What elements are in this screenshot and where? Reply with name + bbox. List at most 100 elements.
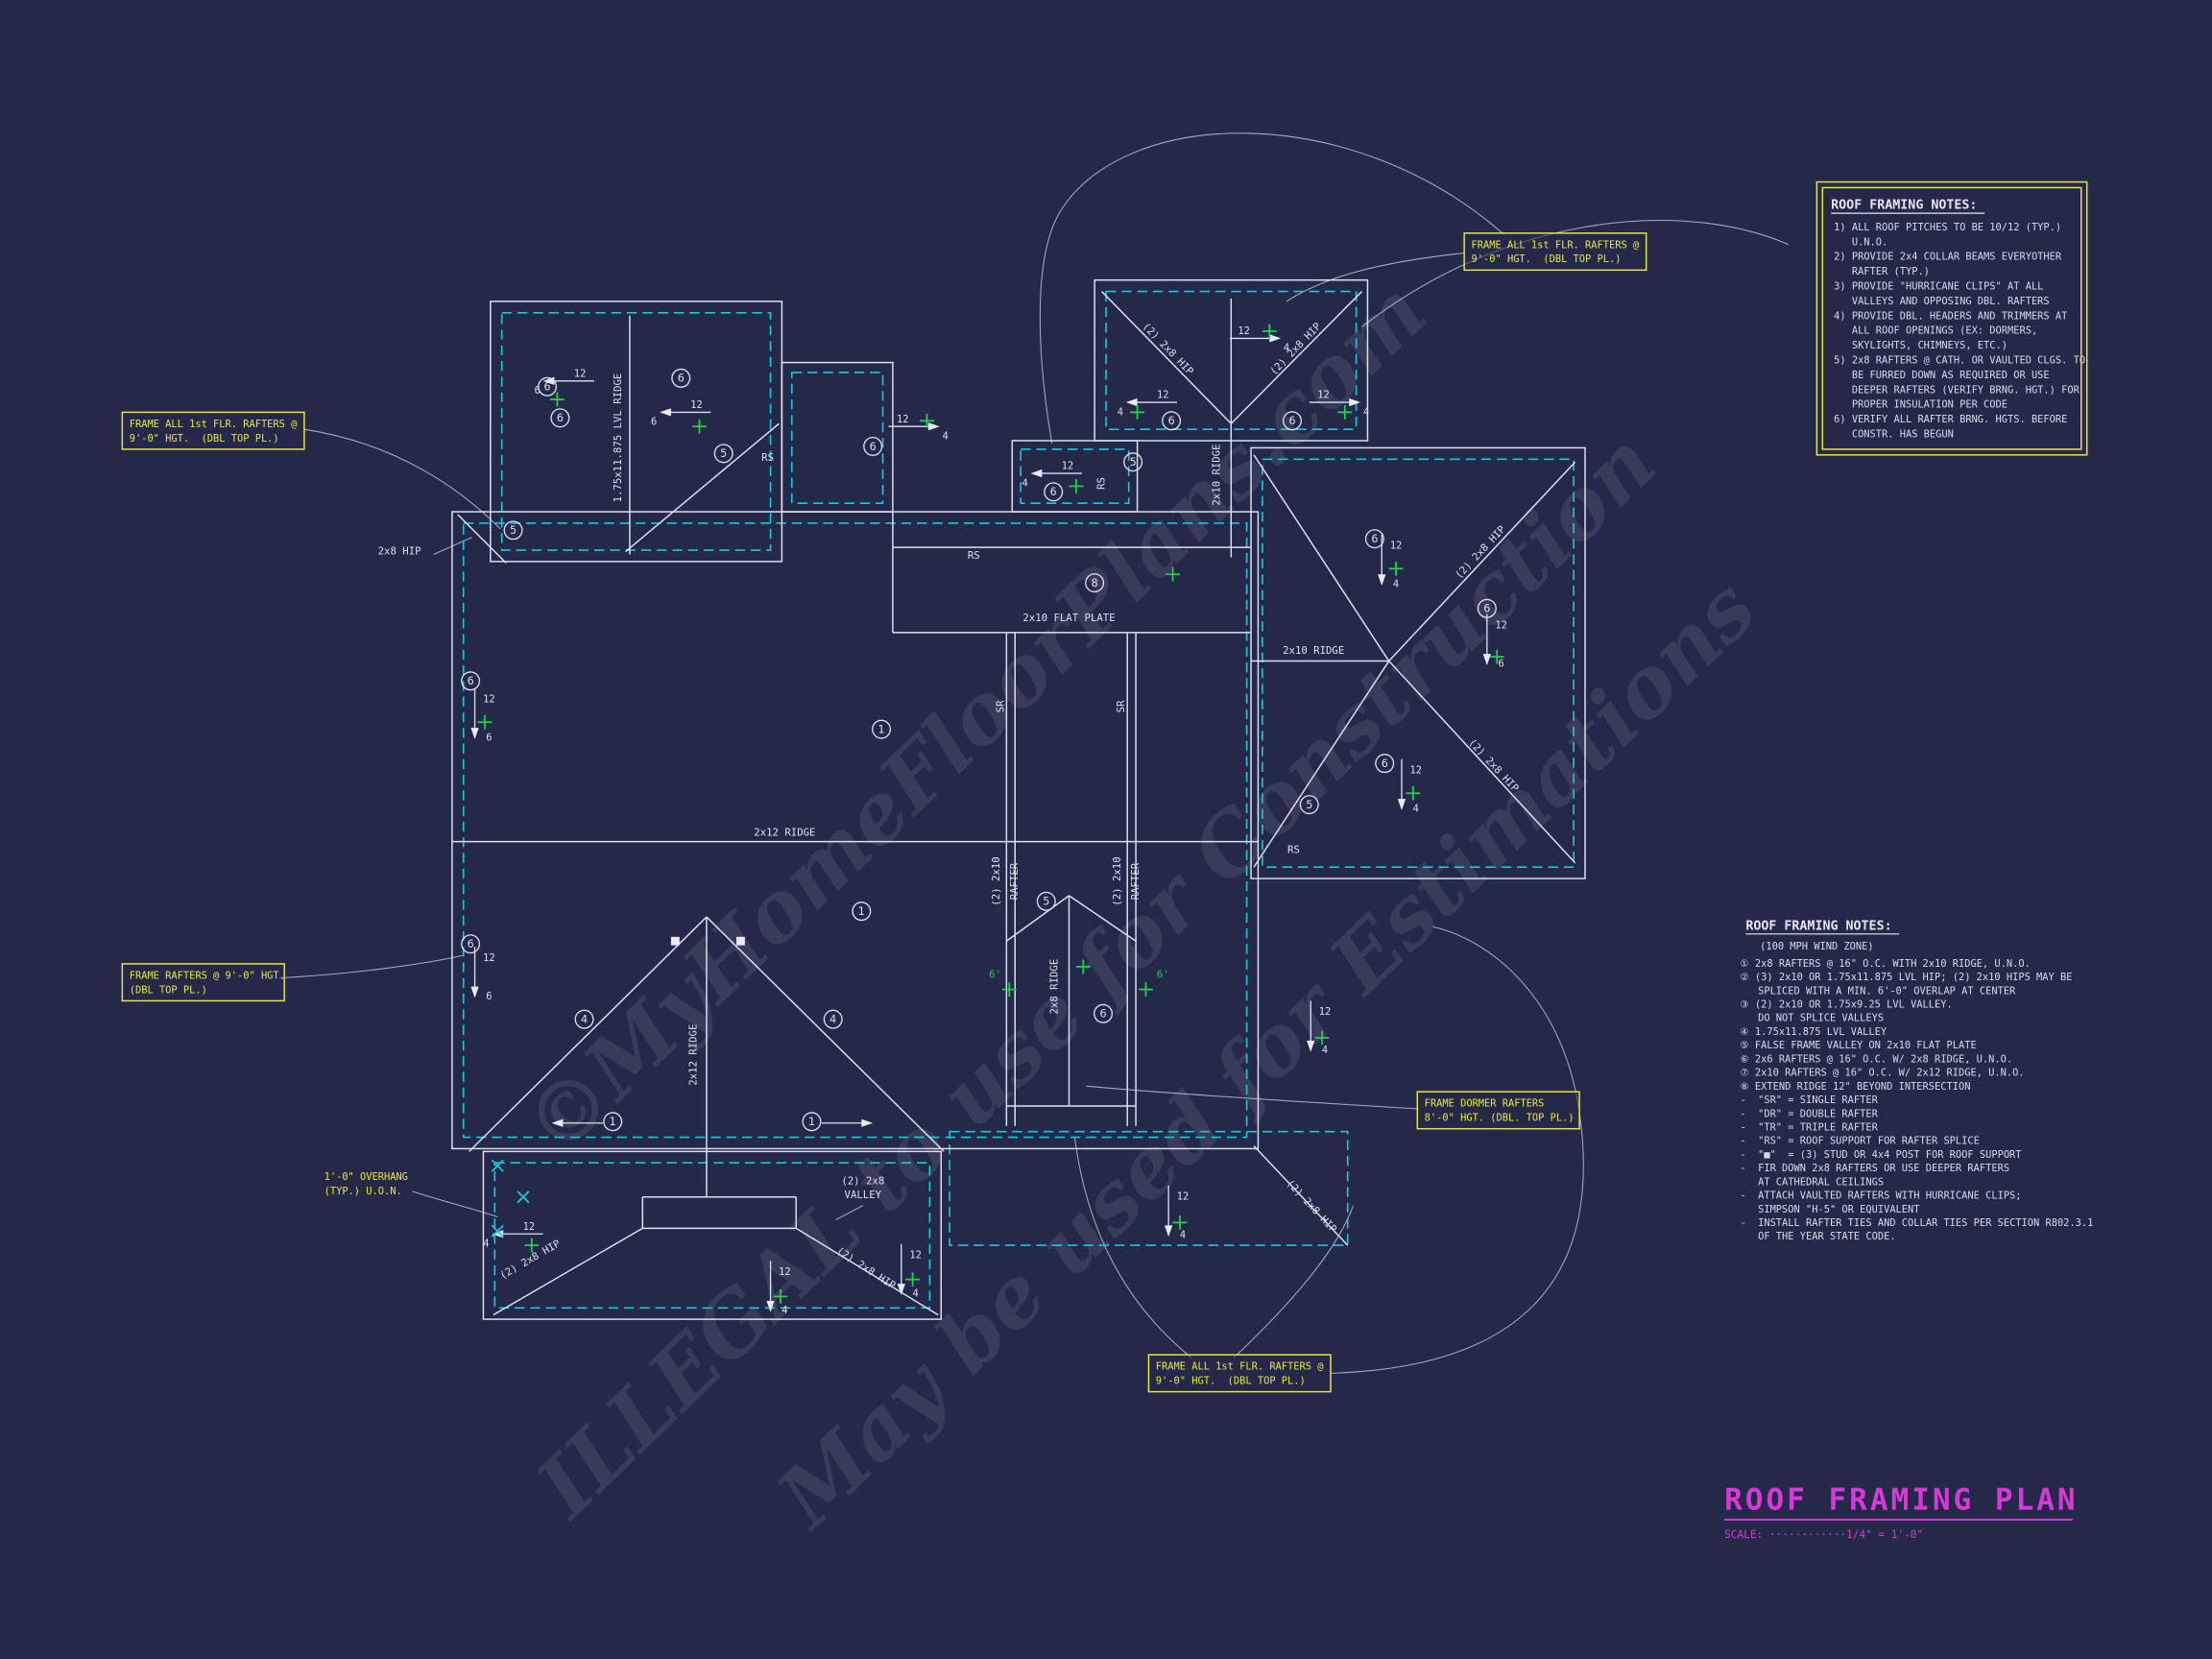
pitch-mark-cross xyxy=(692,419,707,434)
svg-text:6: 6 xyxy=(544,381,551,394)
pitch-indicator: 124 xyxy=(1307,1000,1331,1056)
svg-text:DO NOT SPLICE VALLEYS: DO NOT SPLICE VALLEYS xyxy=(1740,1013,1884,1024)
pitch-indicator: 126 xyxy=(1482,613,1507,669)
notes-list-title: ROOF FRAMING NOTES: xyxy=(1745,919,1891,933)
svg-text:6: 6 xyxy=(870,441,877,453)
svg-text:6: 6 xyxy=(651,417,657,428)
svg-text:6: 6 xyxy=(468,938,474,950)
svg-text:5) 2x8 RAFTERS @ CATH. OR VAUL: 5) 2x8 RAFTERS @ CATH. OR VAULTED CLGS. … xyxy=(1834,354,2085,366)
sheet-scale: SCALE: ············1/4" = 1'-0" xyxy=(1724,1528,1923,1541)
svg-text:④ 1.75x11.875 LVL VALLEY: ④ 1.75x11.875 LVL VALLEY xyxy=(1740,1026,1887,1038)
pitch-indicator xyxy=(821,1118,874,1127)
pitch-mark-cross xyxy=(1314,1030,1330,1046)
svg-text:SPLICED WITH A MIN. 6'-0" OVER: SPLICED WITH A MIN. 6'-0" OVERLAP AT CEN… xyxy=(1740,985,2016,997)
svg-text:1: 1 xyxy=(610,1116,616,1128)
svg-text:RAFTER (TYP.): RAFTER (TYP.) xyxy=(1834,266,1930,277)
plan-label: VALLEY xyxy=(845,1189,882,1201)
pitch-indicator: 124 xyxy=(1397,758,1422,814)
svg-text:ALL ROOF OPENINGS (EX: DORMERS: ALL ROOF OPENINGS (EX: DORMERS, xyxy=(1834,325,2037,337)
svg-text:6: 6 xyxy=(1050,486,1057,498)
svg-text:③ (2) 2x10 OR 1.75x9.25 LVL VA: ③ (2) 2x10 OR 1.75x9.25 LVL VALLEY. xyxy=(1740,999,1952,1011)
keynote-ref: 6 xyxy=(461,934,481,954)
wall-plate-lines xyxy=(462,290,1575,1310)
svg-text:- INSTALL RAFTER TIES AND COL: - INSTALL RAFTER TIES AND COLLAR TIES PE… xyxy=(1740,1217,2093,1229)
pitch-indicator: 124 xyxy=(1378,534,1402,590)
callout-text: FRAME DORMER RAFTERS xyxy=(1425,1098,1545,1110)
svg-text:6: 6 xyxy=(1382,757,1388,770)
keynote-ref: 6 xyxy=(538,376,558,397)
pitch-indicator: 12 6 xyxy=(470,947,495,1002)
svg-text:12: 12 xyxy=(1177,1191,1189,1203)
pitch-mark-cross xyxy=(1337,405,1353,420)
keynote-ref: 1 xyxy=(872,719,892,739)
pitch-mark-cross xyxy=(1130,405,1144,420)
roof-framing-notes-box: ROOF FRAMING NOTES: 1) ALL ROOF PITCHES … xyxy=(1815,180,2088,456)
keynote-ref: 5 xyxy=(713,444,733,464)
pitch-indicator: 124 xyxy=(1118,390,1178,418)
keynote-ref: 4 xyxy=(823,1009,843,1029)
svg-text:① 2x8 RAFTERS @ 16" O.C. WITH: ① 2x8 RAFTERS @ 16" O.C. WITH 2x10 RIDGE… xyxy=(1740,958,2030,970)
pitch-mark-cross xyxy=(1166,566,1180,582)
svg-text:CONSTR. HAS BEGUN: CONSTR. HAS BEGUN xyxy=(1834,428,1954,440)
keynote-ref: 4 xyxy=(574,1009,594,1029)
svg-text:4: 4 xyxy=(781,1305,787,1316)
callout-text: 8'-0" HGT. (DBL. TOP PL.) xyxy=(1425,1113,1575,1124)
keynote-ref: 1 xyxy=(852,902,872,922)
post-symbol xyxy=(670,936,680,946)
pitch-mark-cross xyxy=(1172,1215,1188,1230)
pitch-mark-cross xyxy=(1388,561,1404,576)
watermark-line-3: May be used for Estimations xyxy=(757,561,1775,1548)
callout-text: FRAME RAFTERS @ 9'-0" HGT. xyxy=(130,970,285,981)
pitch-mark-cross xyxy=(920,413,934,428)
plan-label: RS xyxy=(1287,843,1300,855)
svg-text:5: 5 xyxy=(1043,896,1049,908)
pitch-mark-cross xyxy=(550,392,565,407)
pitch-indicator: 12 6 xyxy=(535,368,594,397)
keynote-ref: 1 xyxy=(603,1112,623,1132)
svg-text:12: 12 xyxy=(483,693,494,705)
svg-text:12: 12 xyxy=(1157,390,1168,401)
svg-text:6: 6 xyxy=(486,991,492,1002)
pitch-indicator: 124 xyxy=(1309,390,1369,418)
plan-label: 2x10 FLAT PLATE xyxy=(1022,612,1115,624)
plan-label: (2) 2x8 xyxy=(841,1174,884,1187)
svg-text:- ATTACH VAULTED RAFTERS WITH: - ATTACH VAULTED RAFTERS WITH HURRICANE … xyxy=(1740,1190,2021,1202)
svg-text:- "TR" = TRIPLE RAFTER: - "TR" = TRIPLE RAFTER xyxy=(1740,1121,1878,1133)
plan-label: RS xyxy=(1095,477,1108,490)
pitch-indicator: 126 xyxy=(651,399,711,428)
svg-text:12: 12 xyxy=(574,368,586,379)
svg-text:4: 4 xyxy=(1363,406,1369,418)
roof-framing-notes-list: ROOF FRAMING NOTES: (100 MPH WIND ZONE) … xyxy=(1740,919,2093,1242)
svg-text:6: 6 xyxy=(1288,415,1295,427)
svg-text:6: 6 xyxy=(678,373,685,385)
notes-list-lines: ① 2x8 RAFTERS @ 16" O.C. WITH 2x10 RIDGE… xyxy=(1740,958,2093,1242)
plan-label: 6' xyxy=(989,969,1001,981)
svg-text:12: 12 xyxy=(1390,541,1402,552)
svg-text:1: 1 xyxy=(878,723,885,735)
keynote-ref: 6 xyxy=(461,671,481,691)
pitch-mark-cross xyxy=(1001,982,1017,997)
keynote-ref: 5 xyxy=(1123,452,1143,472)
svg-text:4: 4 xyxy=(912,1287,918,1299)
svg-text:12: 12 xyxy=(483,952,494,964)
keynote-ref: 6 xyxy=(1044,482,1064,502)
keynote-ref: 6 xyxy=(671,368,691,388)
callout-text: (DBL TOP PL.) xyxy=(130,984,207,996)
svg-text:1: 1 xyxy=(858,905,865,918)
plan-label: 2x10 RIDGE xyxy=(1210,444,1222,505)
svg-text:12: 12 xyxy=(1495,619,1506,631)
svg-text:4: 4 xyxy=(1022,477,1027,489)
callout-overhang: 1'-0" OVERHANG (TYP.) U.O.N. xyxy=(325,1171,408,1197)
callout-frame-all-top: FRAME ALL 1st FLR. RAFTERS @ 9'-0" HGT. … xyxy=(1463,232,1647,272)
notes-box-lines: 1) ALL ROOF PITCHES TO BE 10/12 (TYP.) U… xyxy=(1834,222,2085,441)
plan-label: RS xyxy=(761,451,774,464)
svg-text:1: 1 xyxy=(808,1116,815,1128)
svg-text:SKYLIGHTS, CHIMNEYS, ETC.): SKYLIGHTS, CHIMNEYS, ETC.) xyxy=(1834,340,2008,351)
plan-label: 2x10 RIDGE xyxy=(1283,644,1344,657)
plate-x-mark xyxy=(491,1159,504,1172)
pitch-indicator: 124 xyxy=(483,1221,543,1250)
callout-text: FRAME ALL 1st FLR. RAFTERS @ xyxy=(1472,239,1640,251)
